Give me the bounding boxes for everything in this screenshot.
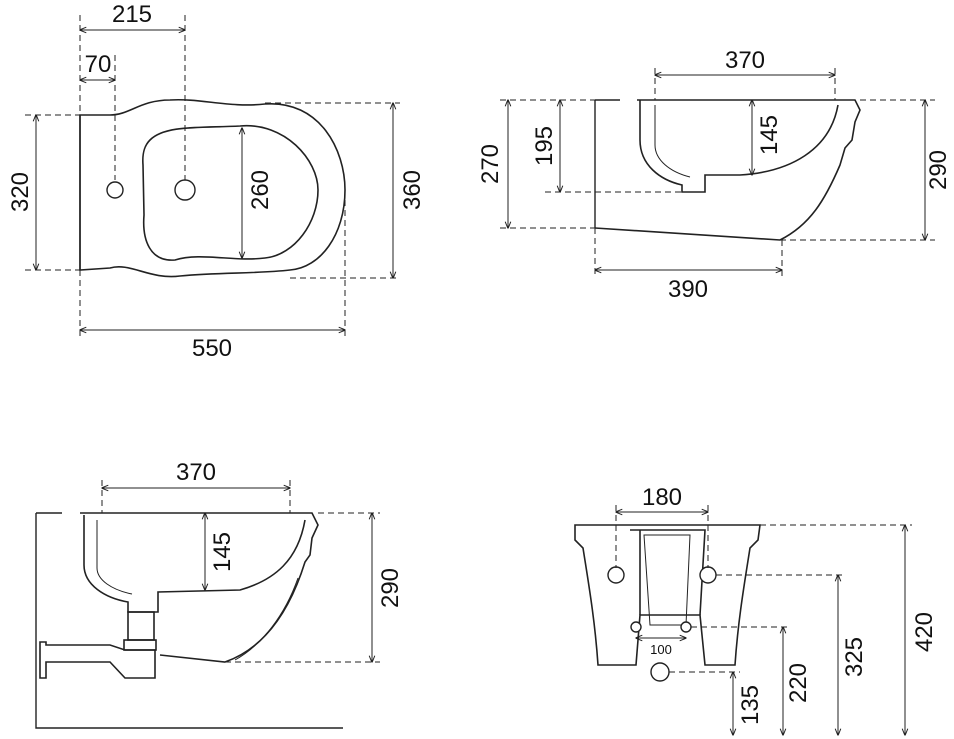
- dim-215: 215: [112, 1, 152, 28]
- rear-dim-220: 220: [785, 663, 812, 703]
- section-dim-145: 145: [209, 532, 236, 572]
- rear-view: 180 100 420 325 220 135: [574, 484, 938, 735]
- dim-320: 320: [7, 172, 34, 212]
- rear-dim-100: 100: [650, 642, 672, 657]
- dim-70: 70: [85, 51, 112, 78]
- section-view-outline: [80, 512, 319, 663]
- side-dim-195: 195: [531, 126, 558, 166]
- side-dim-390: 390: [668, 276, 708, 303]
- waste-pipe: [39, 641, 156, 679]
- trap-body: [127, 611, 155, 641]
- section-view: 370 145 290: [35, 459, 404, 729]
- rear-dim-135: 135: [737, 685, 764, 725]
- top-view: 215 70 320 260 360 550: [7, 1, 426, 362]
- side-view-outline: [594, 99, 861, 241]
- bolt-hole-right: [699, 566, 717, 584]
- tap-hole: [106, 181, 124, 199]
- side-dim-290: 290: [925, 150, 952, 190]
- inlet-hole-left: [630, 621, 642, 633]
- rear-dim-325: 325: [841, 637, 868, 677]
- side-dim-145: 145: [756, 115, 783, 155]
- dim-260: 260: [247, 170, 274, 210]
- rear-dim-180: 180: [642, 484, 682, 511]
- dim-550: 550: [192, 335, 232, 362]
- section-dim-290: 290: [377, 568, 404, 608]
- rear-dim-420: 420: [911, 612, 938, 652]
- section-view-bowl: [83, 515, 306, 613]
- section-dim-370: 370: [176, 459, 216, 486]
- bolt-hole-left: [607, 566, 625, 584]
- side-view-bowl: [639, 100, 839, 193]
- side-view: 370 145 290 270 195 390: [477, 47, 952, 303]
- top-view-bowl: [142, 125, 319, 261]
- dim-360: 360: [399, 170, 426, 210]
- side-dim-270: 270: [477, 144, 504, 184]
- drain-hole: [174, 179, 196, 201]
- side-dim-370: 370: [725, 47, 765, 74]
- waste-outlet: [650, 662, 670, 682]
- inlet-hole-right: [680, 621, 692, 633]
